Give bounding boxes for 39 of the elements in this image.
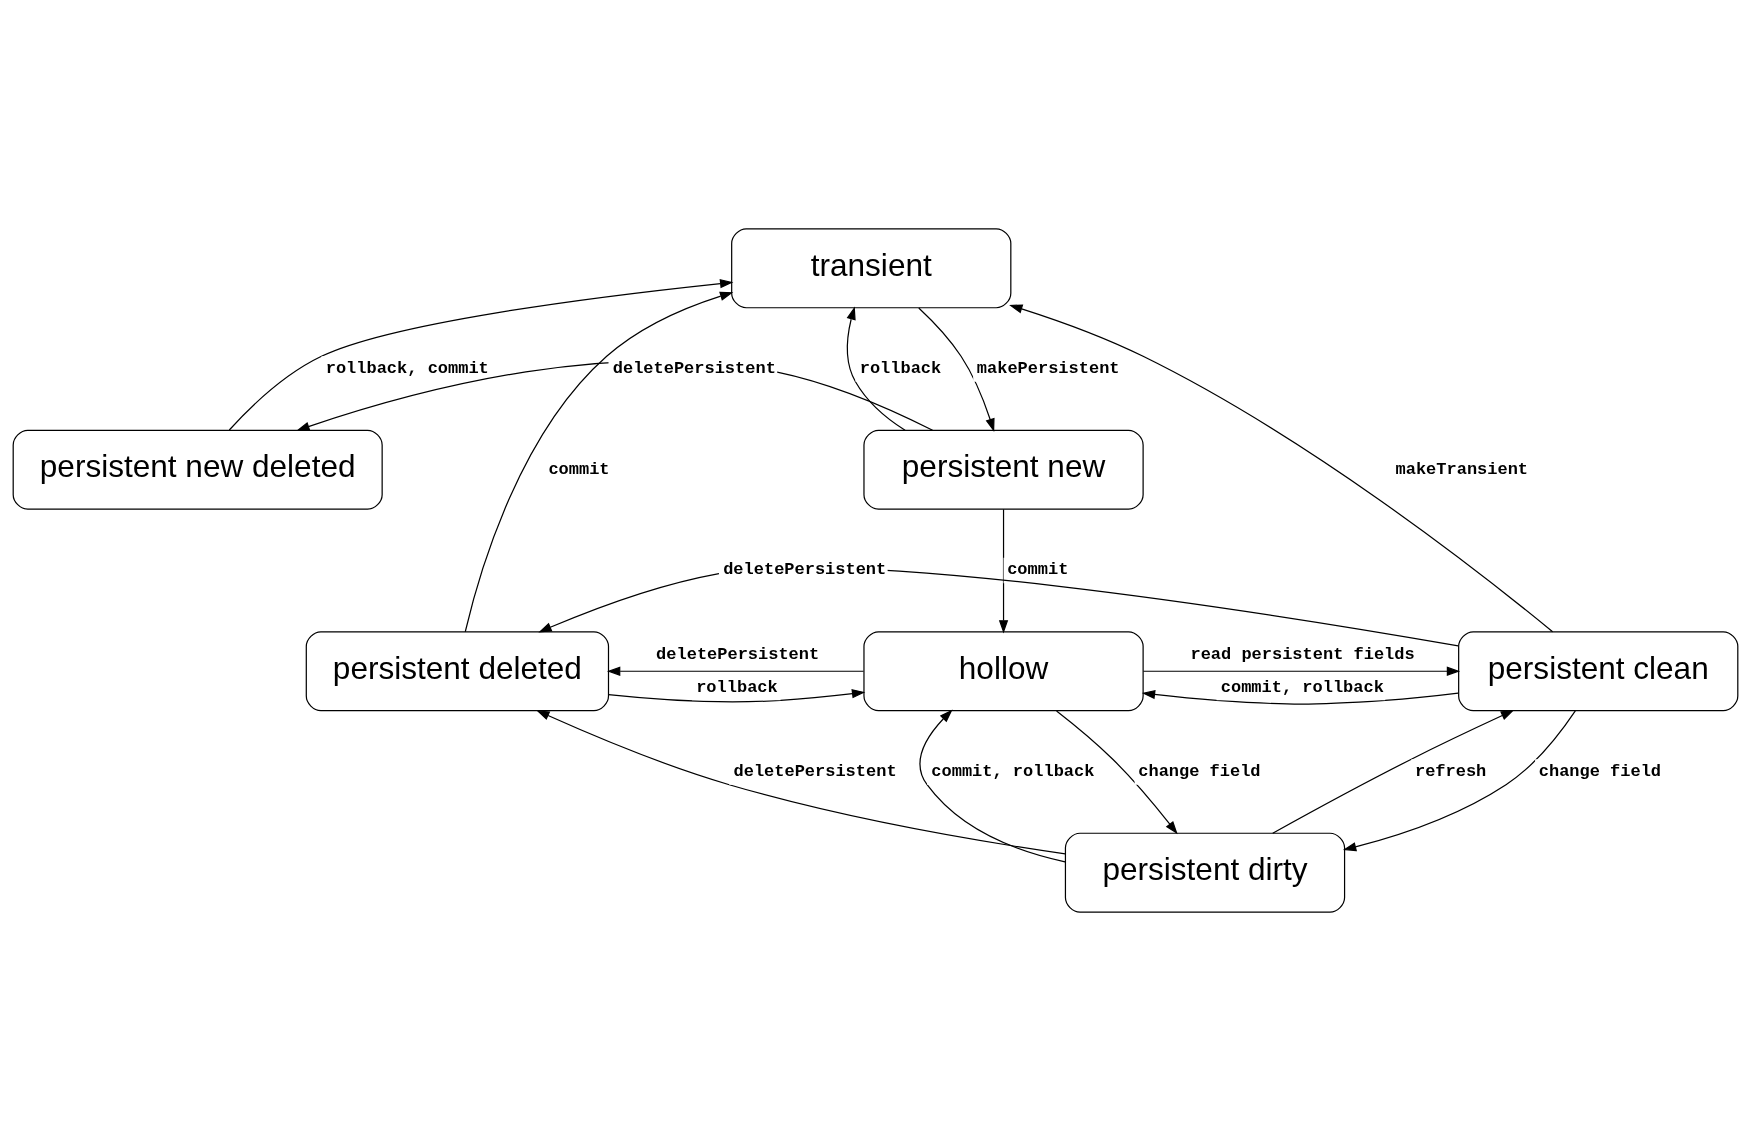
edge-label: rollback <box>696 677 778 696</box>
arrow <box>1009 303 1554 632</box>
arrow <box>464 291 734 632</box>
edge-label: commit, rollback <box>931 761 1095 781</box>
arrow <box>1342 709 1576 851</box>
arrow <box>998 508 1009 634</box>
node-box: persistent dirty <box>1064 832 1346 913</box>
edge-label: refresh <box>1414 761 1487 781</box>
edge-label: rollback <box>859 358 942 378</box>
node-box: transient <box>731 227 1012 308</box>
node-box: persistent new <box>863 429 1144 510</box>
edge-label: change field <box>1138 761 1261 781</box>
edge-label: commit <box>1007 559 1069 579</box>
arrow <box>919 709 1066 862</box>
arrow <box>228 278 734 431</box>
node-box: persistent clean <box>1458 630 1739 711</box>
arrow <box>1272 709 1515 834</box>
arrow <box>607 688 866 702</box>
edge-label: change field <box>1538 761 1662 781</box>
arrow <box>536 709 1066 855</box>
edge-label: deletePersistent <box>723 559 887 579</box>
arrow <box>1142 666 1461 676</box>
arrow <box>1141 689 1459 705</box>
node-box: hollow <box>863 630 1144 711</box>
edge-label: commit, rollback <box>1220 677 1384 696</box>
edge-label: commit <box>548 459 610 479</box>
arrow <box>1055 709 1178 834</box>
arrow <box>606 666 865 676</box>
node-box: persistent new deleted <box>12 429 383 510</box>
edge-label: makePersistent <box>976 358 1120 378</box>
edge-label: deletePersistent <box>612 358 776 378</box>
edge-label: deletePersistent <box>733 761 897 781</box>
arrow <box>846 305 906 431</box>
node-box: persistent deleted <box>305 630 610 711</box>
edge-label: rollback, commit <box>325 358 489 378</box>
edge-label: makeTransient <box>1395 459 1529 479</box>
edge-label: deletePersistent <box>656 644 820 664</box>
edge-label: read persistent fields <box>1190 644 1415 664</box>
arrow <box>918 306 995 432</box>
